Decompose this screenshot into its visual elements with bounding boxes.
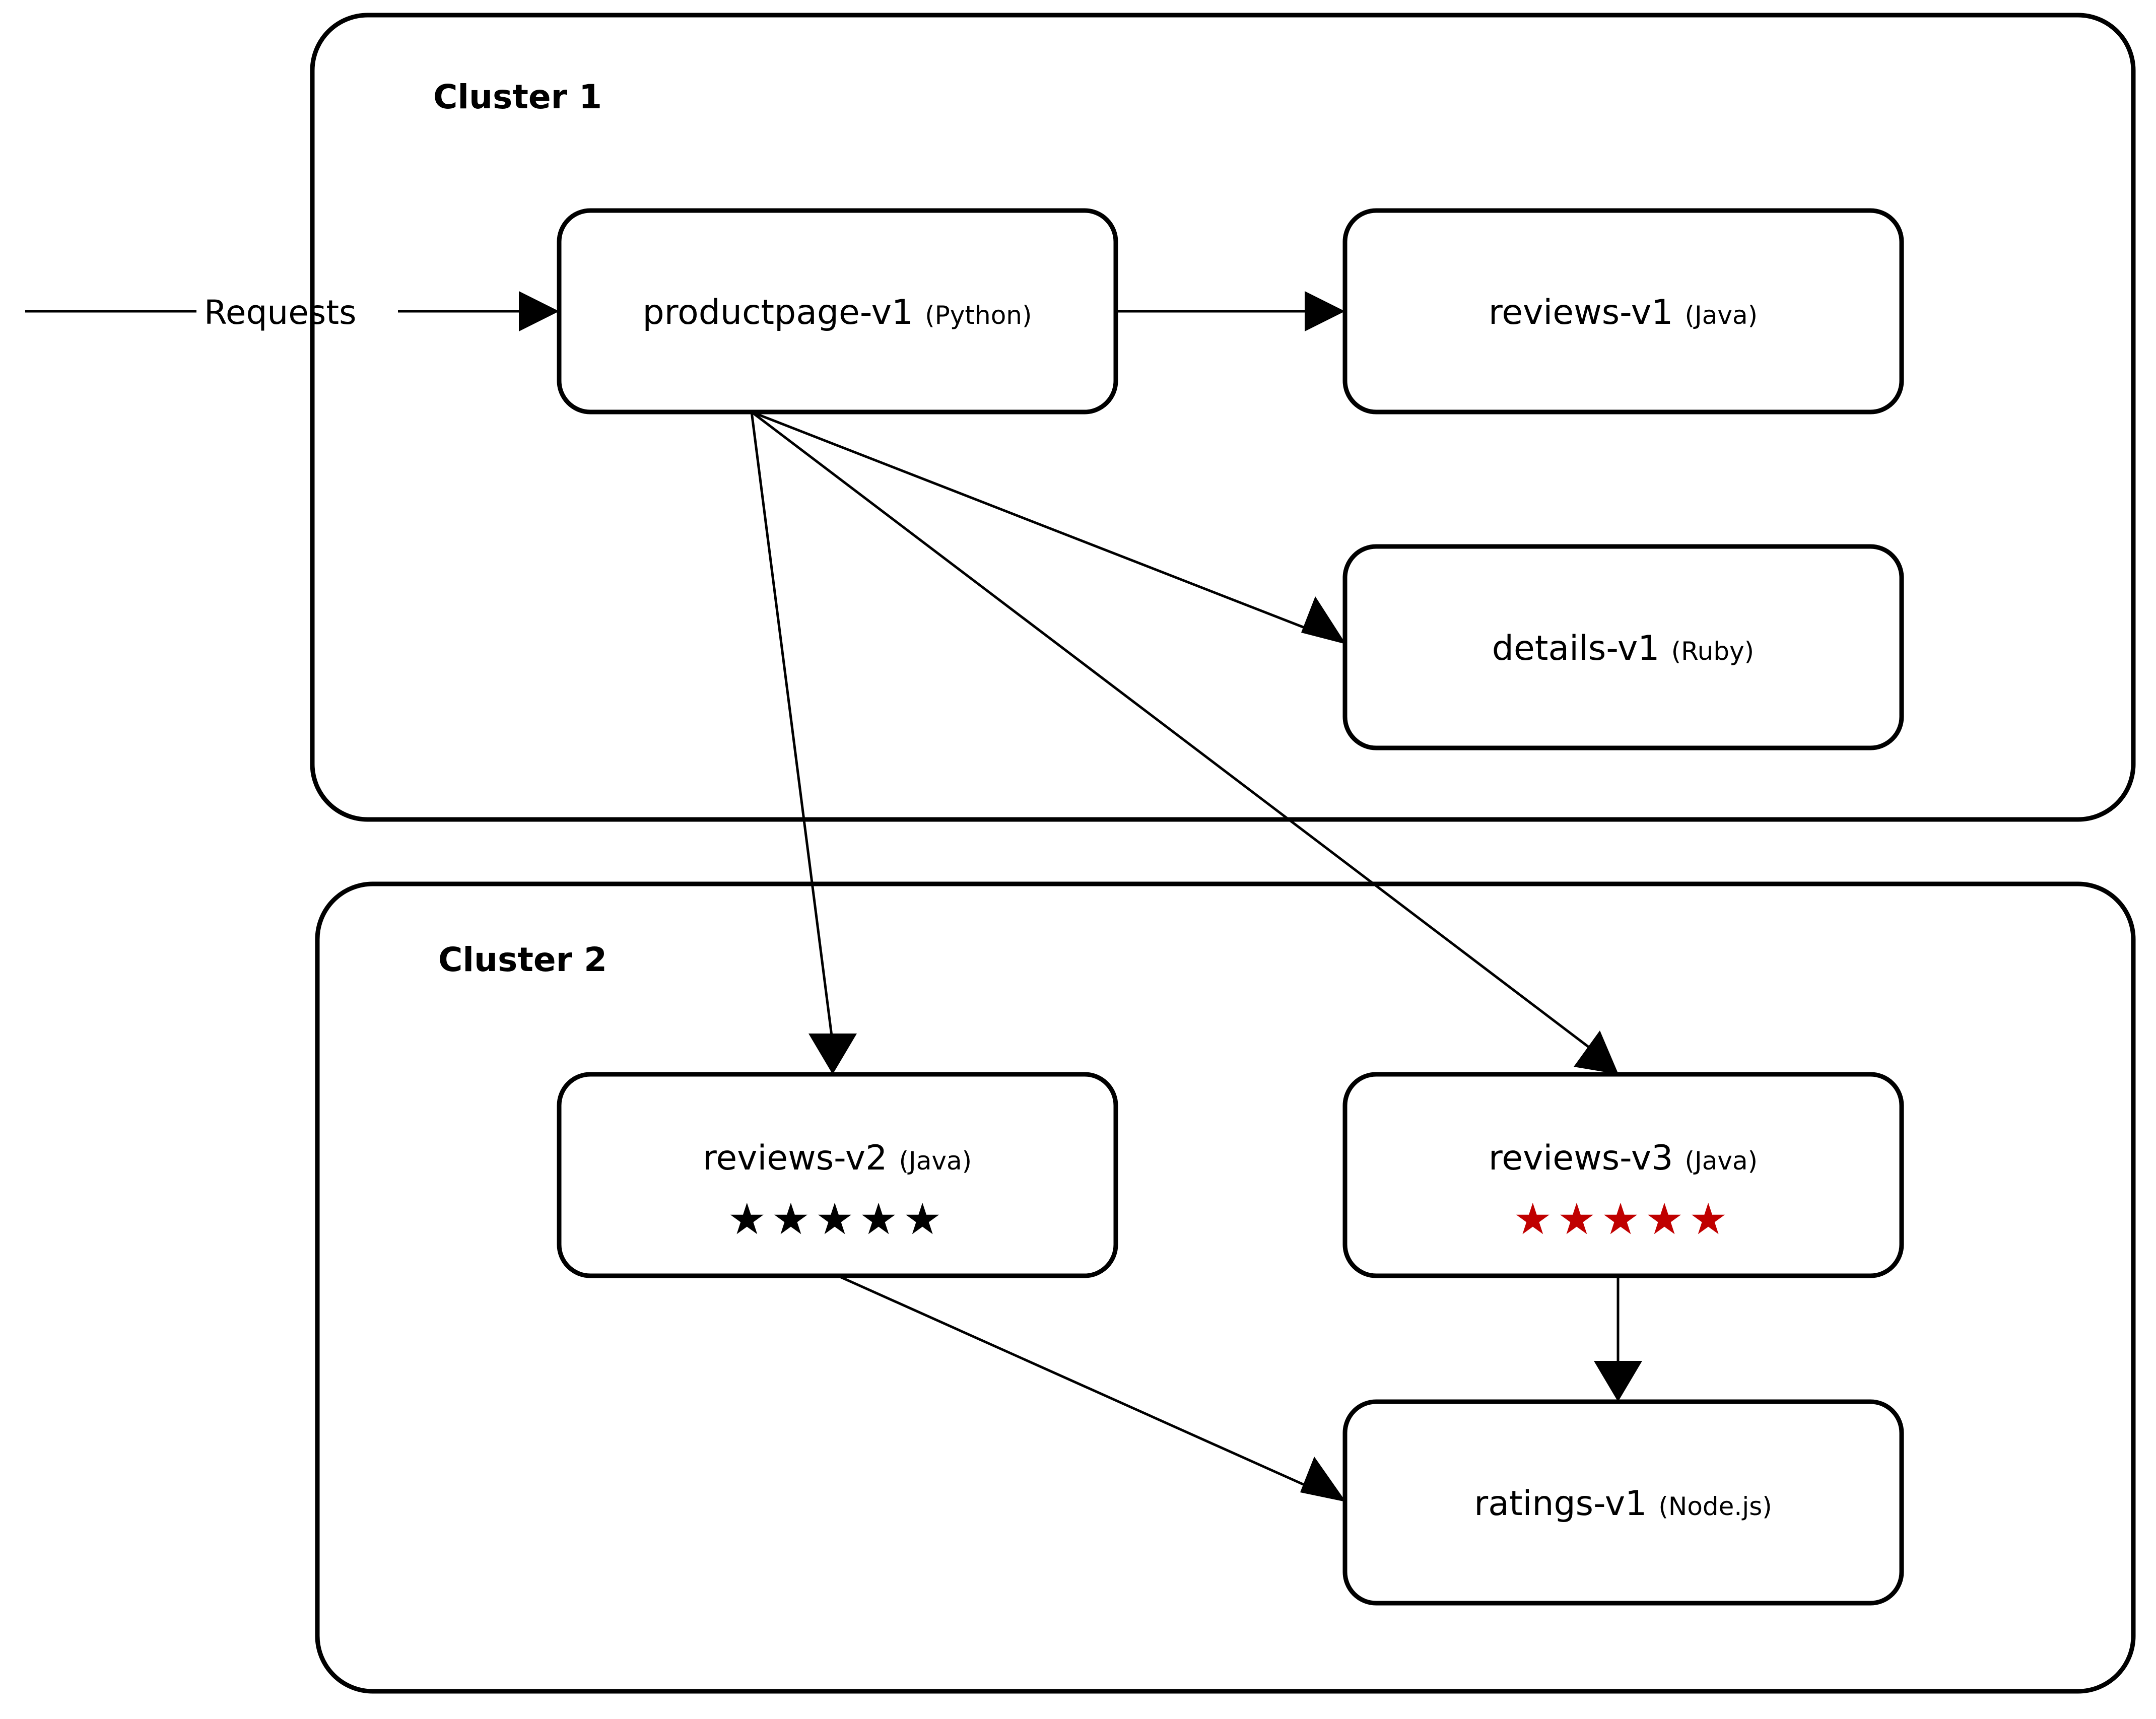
cluster-2-label: Cluster 2 (438, 940, 607, 979)
node-reviews-v1-box[interactable] (1342, 208, 1904, 415)
node-productpage-v1-language: (Python) (925, 301, 1032, 330)
node-details-v1-name: details-v1 (1492, 629, 1660, 668)
cluster-1-boundary (310, 13, 2136, 822)
node-productpage-v1-box[interactable] (557, 208, 1118, 415)
node-ratings-v1-box[interactable] (1342, 1399, 1904, 1606)
edge-productpage-to-details-v1-line (751, 410, 1320, 635)
edge-requests: Requests (25, 291, 559, 332)
node-reviews-v2[interactable]: reviews-v2 (Java) ★★★★★ (557, 1072, 1118, 1278)
edge-reviews-v2-to-ratings-v1 (837, 1274, 1346, 1502)
node-reviews-v3[interactable]: reviews-v3 (Java) ★★★★★ (1342, 1072, 1904, 1278)
node-reviews-v1-language: (Java) (1685, 301, 1758, 330)
edge-reviews-v2-to-ratings-v1-arrowhead (1300, 1457, 1346, 1502)
edge-productpage-to-reviews-v1 (1116, 291, 1345, 331)
edge-reviews-v2-to-ratings-v1-line (837, 1274, 1320, 1493)
cluster-group-2: Cluster 2 (315, 881, 2136, 1694)
node-details-v1[interactable]: details-v1 (Ruby) (1342, 544, 1904, 750)
node-reviews-v2-box[interactable] (557, 1072, 1118, 1278)
edge-productpage-to-reviews-v2 (750, 411, 857, 1074)
node-productpage-v1[interactable]: productpage-v1 (Python) (557, 208, 1118, 415)
node-details-v1-box[interactable] (1342, 544, 1904, 750)
node-reviews-v3-label: reviews-v3 (Java) (1489, 1138, 1758, 1178)
node-ratings-v1[interactable]: ratings-v1 (Node.js) (1342, 1399, 1904, 1606)
edge-requests-label: Requests (204, 293, 356, 332)
node-reviews-v3-language: (Java) (1685, 1146, 1758, 1176)
edge-productpage-to-reviews-v2-line (750, 411, 834, 1044)
edge-productpage-to-reviews-v2-arrowhead (809, 1034, 857, 1074)
node-details-v1-language: (Ruby) (1671, 637, 1755, 666)
node-reviews-v1[interactable]: reviews-v1 (Java) (1342, 208, 1904, 415)
edge-reviews-v3-to-ratings-v1 (1594, 1276, 1642, 1402)
node-ratings-v1-language: (Node.js) (1658, 1492, 1772, 1521)
node-reviews-v2-label: reviews-v2 (Java) (703, 1138, 972, 1178)
edge-reviews-v3-to-ratings-v1-arrowhead (1594, 1361, 1642, 1402)
node-details-v1-label: details-v1 (Ruby) (1492, 629, 1754, 668)
edge-productpage-to-reviews-v3-line (751, 411, 1592, 1050)
node-productpage-v1-name: productpage-v1 (642, 293, 913, 332)
edge-productpage-to-reviews-v3-arrowhead (1574, 1030, 1619, 1074)
node-reviews-v2-star-rating: ★★★★★ (727, 1194, 947, 1245)
edge-requests-arrowhead (519, 291, 559, 331)
cluster-2-boundary (315, 881, 2136, 1694)
edge-productpage-to-reviews-v1-arrowhead (1305, 291, 1345, 331)
node-reviews-v2-name: reviews-v2 (703, 1138, 888, 1178)
cluster-1-label: Cluster 1 (433, 78, 602, 116)
node-reviews-v3-name: reviews-v3 (1489, 1138, 1673, 1178)
node-reviews-v3-box[interactable] (1342, 1072, 1904, 1278)
edge-productpage-to-reviews-v3 (751, 411, 1619, 1074)
edges-group: Requests (25, 291, 1642, 1502)
node-reviews-v1-name: reviews-v1 (1489, 293, 1673, 332)
node-reviews-v3-star-rating: ★★★★★ (1513, 1194, 1733, 1245)
node-reviews-v2-language: (Java) (899, 1146, 972, 1176)
node-productpage-v1-label: productpage-v1 (Python) (642, 293, 1032, 332)
node-reviews-v1-label: reviews-v1 (Java) (1489, 293, 1758, 332)
node-ratings-v1-label: ratings-v1 (Node.js) (1474, 1484, 1772, 1524)
node-ratings-v1-name: ratings-v1 (1474, 1484, 1647, 1524)
cluster-group-1: Cluster 1 (310, 13, 2136, 822)
edge-productpage-to-details-v1-arrowhead (1301, 596, 1346, 644)
edge-productpage-to-details-v1 (751, 410, 1346, 644)
